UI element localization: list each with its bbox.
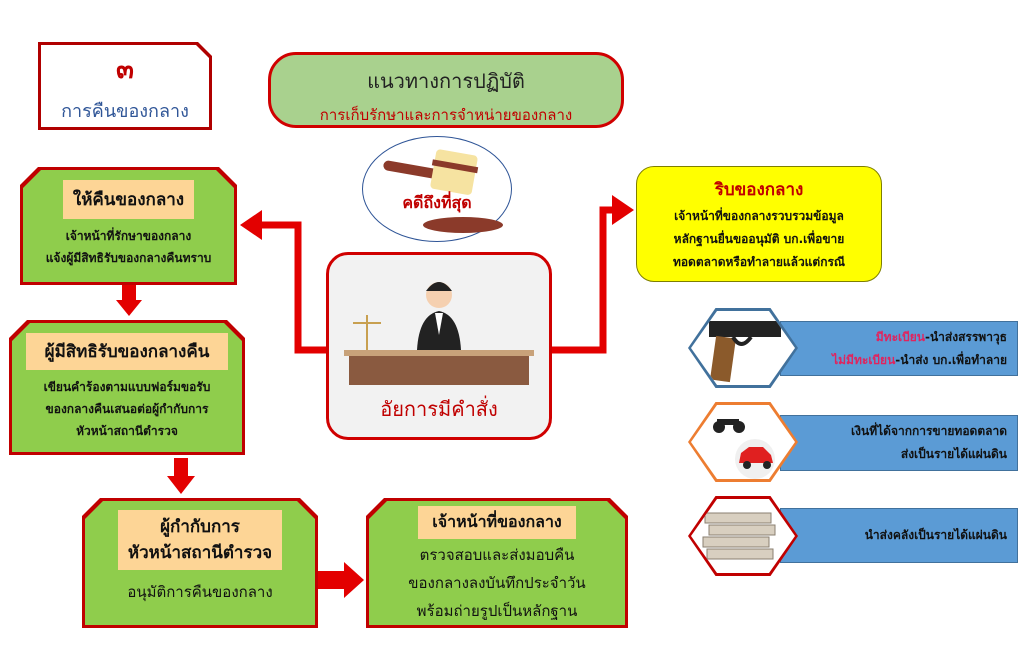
disposal-row-vehicles: เงินที่ได้จากการขายทอดตลาด ส่งเป็นรายได้…	[780, 415, 1018, 471]
section-box: ๓ การคืนของกลาง	[38, 42, 212, 130]
gavel-icon	[383, 149, 503, 233]
step-text: เขียนคำร้องตามแบบฟอร์มขอรับ	[43, 380, 211, 394]
disposal-text: มีทะเบียน-นำส่งสรรพาวุธ	[781, 326, 1007, 349]
page-title: แนวทางการปฏิบัติ	[367, 69, 525, 93]
disposal-text: ส่งเป็นรายได้แผ่นดิน	[900, 447, 1007, 461]
step-title-line: ผู้กำกับการ	[160, 517, 240, 537]
prosecutor-box: อัยการมีคำสั่ง	[326, 252, 552, 440]
step-text: ของกลางคืนเสนอต่อผู้กำกับการ	[45, 402, 209, 416]
emphasis-text: ไม่มีทะเบียน	[832, 352, 896, 367]
step-title: ผู้กำกับการ หัวหน้าสถานีตำรวจ	[118, 510, 282, 570]
page-subtitle: การเก็บรักษาและการจำหน่ายของกลาง	[319, 106, 573, 124]
disposal-text: เงินที่ได้จากการขายทอดตลาด	[851, 424, 1007, 438]
step-officer-box: เจ้าหน้าที่ของกลาง ตรวจสอบและส่งมอบคืน ข…	[366, 498, 628, 628]
vehicles-icon	[713, 419, 775, 479]
confiscate-title: ริบของกลาง	[714, 180, 804, 200]
gavel-label: คดีถึงที่สุด	[402, 193, 472, 212]
confiscate-text: หลักฐานยื่นขออนุมัติ บก.เพื่อขาย	[673, 232, 845, 246]
disposal-row-firearm: มีทะเบียน-นำส่งสรรพาวุธ ไม่มีทะเบียน-นำส…	[780, 321, 1018, 376]
step-title: เจ้าหน้าที่ของกลาง	[418, 506, 576, 539]
pistol-icon	[709, 321, 781, 383]
step-title: ผู้มีสิทธิรับของกลางคืน	[26, 333, 228, 370]
step-superintendent-box: ผู้กำกับการ หัวหน้าสถานีตำรวจ อนุมัติการ…	[82, 498, 318, 628]
prosecutor-icon	[344, 282, 534, 385]
confiscate-box: ริบของกลาง เจ้าหน้าที่ของกลางรวบรวมข้อมู…	[636, 166, 882, 282]
confiscate-text: เจ้าหน้าที่ของกลางรวบรวมข้อมูล	[674, 209, 844, 223]
step-title-line: หัวหน้าสถานีตำรวจ	[127, 543, 273, 563]
disposal-text-rest: -นำส่งสรรพาวุธ	[924, 329, 1007, 344]
disposal-text: นำส่งคลังเป็นรายได้แผ่นดิน	[864, 528, 1007, 542]
disposal-text-rest: -นำส่ง บก.เพื่อทำลาย	[895, 352, 1007, 367]
header-pill: แนวทางการปฏิบัติ การเก็บรักษาและการจำหน่…	[268, 52, 624, 128]
step-text: ตรวจสอบและส่งมอบคืน	[419, 546, 575, 564]
step-claimant-box: ผู้มีสิทธิรับของกลางคืน เขียนคำร้องตามแบ…	[9, 320, 245, 455]
emphasis-text: มีทะเบียน	[875, 329, 925, 344]
step-text: พร้อมถ่ายรูปเป็นหลักฐาน	[416, 602, 578, 620]
disposal-text: ไม่มีทะเบียน-นำส่ง บก.เพื่อทำลาย	[781, 349, 1007, 372]
step-text: ของกลางลงบันทึกประจำวัน	[408, 574, 586, 592]
step-text: เจ้าหน้าที่รักษาของกลาง	[65, 229, 192, 243]
confiscate-text: ทอดตลาดหรือทำลายแล้วแต่กรณี	[672, 255, 846, 269]
step-title: ให้คืนของกลาง	[63, 180, 194, 219]
step-text: หัวหน้าสถานีตำรวจ	[76, 424, 178, 438]
gavel-circle: คดีถึงที่สุด	[362, 136, 512, 242]
step-return-box: ให้คืนของกลาง เจ้าหน้าที่รักษาของกลาง แจ…	[20, 167, 237, 285]
section-number: ๓	[116, 55, 134, 85]
money-stack-icon	[702, 512, 776, 560]
disposal-row-money: นำส่งคลังเป็นรายได้แผ่นดิน	[780, 508, 1018, 563]
section-title: การคืนของกลาง	[61, 101, 189, 122]
step-text: อนุมัติการคืนของกลาง	[127, 583, 273, 601]
prosecutor-label: อัยการมีคำสั่ง	[380, 397, 498, 421]
pistol-hexagon	[688, 308, 798, 388]
step-text: แจ้งผู้มีสิทธิรับของกลางคืนทราบ	[45, 251, 212, 265]
